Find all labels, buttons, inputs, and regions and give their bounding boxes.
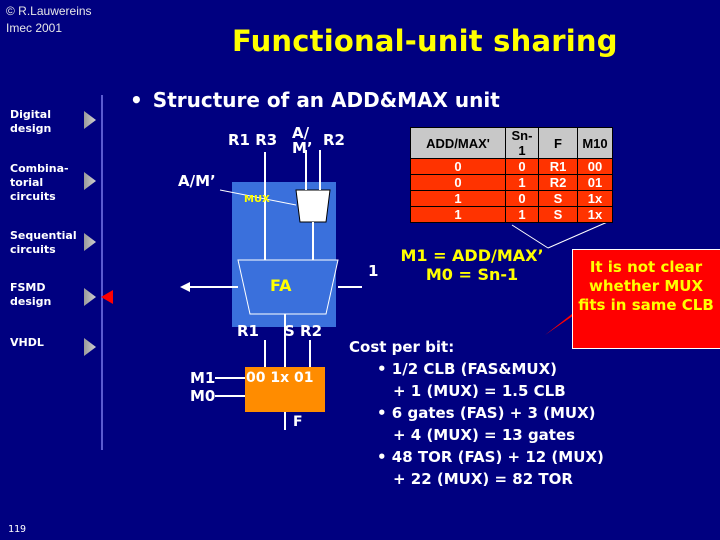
cost-line: + 4 (MUX) = 13 gates [393,426,576,444]
sidebar-item-combinatorial[interactable]: Combina- torial circuits [10,162,69,204]
sidebar-item-label: VHDL [10,336,44,349]
table-cell: S [538,206,578,223]
sidebar-item-label: Digital design [10,108,52,135]
cost-per-bit: Cost per bit: • 1/2 CLB (FAS&MUX) + 1 (M… [349,336,604,490]
cost-line: + 22 (MUX) = 82 TOR [393,470,573,488]
label-r2-top: R2 [323,131,345,149]
table-cell: 1x [577,190,613,207]
max-mux-inputs: 00 1x 01 [246,370,314,386]
table-cell: R1 [538,158,578,175]
label-am-left: A/M’ [178,172,216,190]
pointer-line-2 [547,219,613,249]
cost-line: • 1/2 CLB (FAS&MUX) [377,360,558,378]
sidebar-item-label: Sequential circuits [10,229,77,256]
bullet: • [130,88,143,112]
label-f: F [293,414,303,430]
fa-label: FA [270,276,292,295]
table-row: 1 1 S 1x [410,206,613,223]
table-cell: R2 [538,174,578,191]
table-row: 0 1 R2 01 [410,174,613,191]
table-cell: 1x [577,206,613,223]
cost-heading: Cost per bit: [349,338,455,356]
callout-text: It is not clear whether MUX fits in same… [578,258,714,314]
sidebar-item-sequential[interactable]: Sequential circuits [10,229,90,257]
page-number: 119 [8,524,27,535]
arrow-left-icon [180,282,190,292]
mux-select-labels: M1 M0 [190,369,215,405]
label-r1-r3: R1 R3 [228,131,278,149]
table-cell: S [538,190,578,207]
mux-equations: M1 = ADD/MAX’ M0 = Sn-1 [397,246,547,284]
sidebar-item-label: Combina- torial circuits [10,162,69,203]
equation-m1: M1 = ADD/MAX’ [400,246,544,265]
table-cell: 01 [577,174,613,191]
label-s-r2: S R2 [284,322,323,340]
equation-m0: M0 = Sn-1 [425,265,519,284]
sidebar-item-fsmd[interactable]: FSMD design [10,281,60,309]
sidebar-item-label: FSMD design [10,281,52,308]
table-cell: 1 [505,206,539,223]
current-section-marker-icon [101,290,113,304]
table-header-row: ADD/MAX' Sn-1 F M10 [410,127,613,159]
table-header: ADD/MAX' [410,127,506,159]
label-r1: R1 [237,322,259,340]
slide-title: Functional-unit sharing [232,24,618,58]
sidebar-item-vhdl[interactable]: VHDL [10,336,44,350]
callout-box [572,249,720,349]
table-header: F [538,127,578,159]
table-header: M10 [577,127,613,159]
sidebar-item-digital-design[interactable]: Digital design [10,108,72,136]
mux-label: MUX [244,194,270,205]
subtitle: • Structure of an ADD&MAX unit [130,88,500,112]
table-row: 1 0 S 1x [410,190,613,207]
max-mux-box [245,367,325,412]
truth-table: ADD/MAX' Sn-1 F M10 0 0 R1 00 0 1 R2 01 … [410,127,613,223]
label-m0: M0 [190,387,216,405]
subtitle-text: Structure of an ADD&MAX unit [152,88,500,112]
table-cell: 0 [410,158,506,175]
sidebar-divider [101,95,103,450]
table-row: 0 0 R1 00 [410,158,613,175]
table-cell: 1 [410,190,506,207]
cost-line: + 1 (MUX) = 1.5 CLB [393,382,566,400]
table-cell: 1 [410,206,506,223]
wire-am-mux [219,189,297,206]
table-cell: 0 [410,174,506,191]
carry-in-label: 1 [368,262,379,280]
table-header: Sn-1 [505,127,539,159]
table-cell: 0 [505,190,539,207]
cost-line: • 6 gates (FAS) + 3 (MUX) [377,404,596,422]
copyright: © R.Lauwereins Imec 2001 [6,3,92,37]
table-cell: 0 [505,158,539,175]
copyright-line1: © R.Lauwereins [6,4,92,18]
label-m1: M1 [190,369,216,387]
copyright-line2: Imec 2001 [6,21,63,35]
mux-shape [295,189,331,223]
label-am-top: A/ M’ [292,124,313,157]
pointer-line-1 [511,224,549,249]
table-cell: 1 [505,174,539,191]
table-cell: 00 [577,158,613,175]
cost-line: • 48 TOR (FAS) + 12 (MUX) [377,448,604,466]
fa-shape [237,259,339,315]
